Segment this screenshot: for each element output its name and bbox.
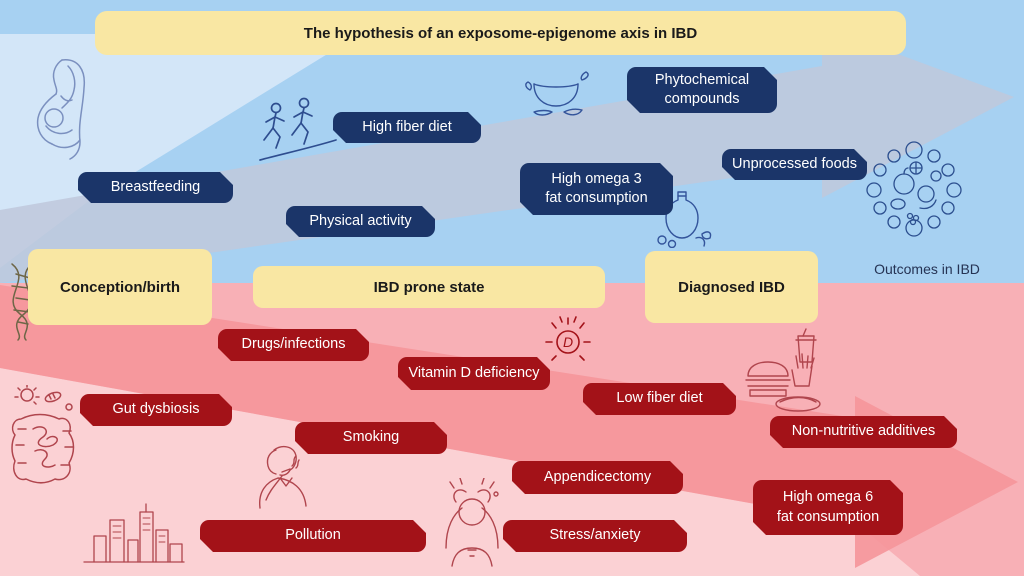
protective-factor-physical-activity-label: Physical activity <box>309 212 412 229</box>
risk-factor-appendicectomy: Appendicectomy <box>512 461 683 494</box>
protective-factor-phytochemical-compounds: Phytochemical compounds <box>627 67 777 113</box>
smoking-person-illustration <box>259 445 307 509</box>
protective-factor-unprocessed-foods-label: Unprocessed foods <box>732 155 857 172</box>
vitamin-d-sun-illustration: D <box>545 316 591 361</box>
protective-factor-high-fiber-diet: High fiber diet <box>333 112 481 143</box>
dna-illustration <box>11 263 33 341</box>
milestone-conception-birth-label: Conception/birth <box>60 278 180 296</box>
protective-factor-breastfeeding: Breastfeeding <box>78 172 233 203</box>
svg-text:D: D <box>563 334 573 350</box>
protective-factor-high-omega-3-fat-consumption-label: fat consumption <box>545 190 648 206</box>
risk-factor-stress-anxiety: Stress/anxiety <box>503 520 687 552</box>
risk-factor-high-omega-6-fat-consumption-label: fat consumption <box>776 508 880 525</box>
risk-factor-gut-dysbiosis: Gut dysbiosis <box>80 394 232 426</box>
risk-factor-low-fiber-diet-label: Low fiber diet <box>616 390 703 407</box>
stressed-person-illustration <box>445 478 499 567</box>
outcomes-label: Outcomes in IBD <box>874 261 980 277</box>
risk-factor-vitamin-d-deficiency-label: Vitamin D deficiency <box>408 364 540 381</box>
breastfeeding-illustration <box>36 59 86 160</box>
risk-factor-gut-dysbiosis-label: Gut dysbiosis <box>112 401 200 418</box>
risk-factor-high-omega-6-fat-consumption: High omega 6 fat consumption <box>753 480 903 535</box>
city-illustration <box>83 503 185 563</box>
protective-factor-phytochemical-compounds-label: compounds <box>664 91 740 107</box>
gut-microbes-illustration <box>11 385 75 484</box>
protective-factor-physical-activity: Physical activity <box>286 206 435 237</box>
risk-factor-smoking: Smoking <box>295 422 447 454</box>
foods-circle-illustration <box>866 141 962 237</box>
milestone-ibd-prone-state-label: IBD prone state <box>373 278 485 296</box>
protective-factor-high-omega-3-fat-consumption-label: High omega 3 <box>551 170 642 187</box>
risk-factor-stress-anxiety-label: Stress/anxiety <box>549 527 641 544</box>
risk-factor-non-nutritive-additives: Non-nutritive additives <box>770 416 957 448</box>
risk-factor-drugs-infections: Drugs/infections <box>218 329 369 361</box>
protective-factor-high-fiber-diet-label: High fiber diet <box>362 118 452 135</box>
risk-factor-vitamin-d-deficiency: Vitamin D deficiency <box>398 357 550 390</box>
protective-factor-unprocessed-foods: Unprocessed foods <box>722 149 867 180</box>
protective-factor-phytochemical-compounds-label: Phytochemical <box>654 71 750 88</box>
risk-factor-pollution-label: Pollution <box>285 527 341 544</box>
title-banner: The hypothesis of an exposome-epigenome … <box>95 11 906 55</box>
protective-factor-high-omega-3-fat-consumption: High omega 3 fat consumption <box>520 163 673 215</box>
risk-factor-non-nutritive-additives-label: Non-nutritive additives <box>791 423 936 440</box>
risk-factor-high-omega-6-fat-consumption-label: High omega 6 <box>782 489 874 506</box>
protective-factor-breastfeeding-label: Breastfeeding <box>110 178 201 195</box>
risk-factor-drugs-infections-label: Drugs/infections <box>241 336 346 353</box>
milestone-conception-birth: Conception/birth <box>28 249 212 325</box>
risk-factor-appendicectomy-label: Appendicectomy <box>543 468 652 485</box>
fast-food-illustration <box>745 328 821 412</box>
runners-illustration <box>259 97 337 161</box>
milestone-diagnosed-ibd: Diagnosed IBD <box>645 251 818 323</box>
light-wedge <box>0 34 360 268</box>
risk-factor-low-fiber-diet: Low fiber diet <box>583 383 736 415</box>
milestone-diagnosed-ibd-label: Diagnosed IBD <box>678 278 785 296</box>
milestone-ibd-prone-state: IBD prone state <box>253 266 605 308</box>
tea-cup-illustration <box>525 71 589 116</box>
risk-factor-smoking-label: Smoking <box>342 429 400 446</box>
risk-factor-pollution: Pollution <box>200 520 426 552</box>
